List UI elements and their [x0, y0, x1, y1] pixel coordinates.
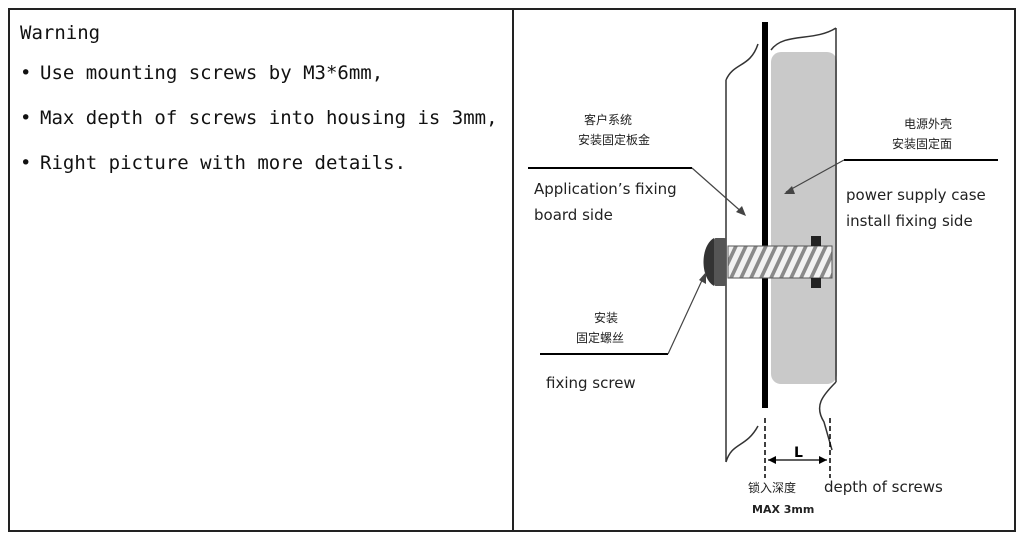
psu-case-label: install fixing side [846, 212, 973, 230]
app-board-label-cn: 客户系统 [584, 112, 632, 127]
screw-head [714, 238, 726, 286]
psu-case-label-cn: 安装固定面 [892, 136, 952, 151]
bullet-icon: • [20, 107, 32, 129]
arrow-head-icon [736, 206, 746, 216]
list-item: • Right picture with more details. [20, 152, 500, 174]
app-board-label-cn: 安装固定板金 [578, 132, 650, 147]
list-item-text: Right picture with more details. [40, 152, 407, 174]
arrow-head-icon [819, 456, 827, 464]
bullet-icon: • [20, 62, 32, 84]
leader-arrow-line [691, 167, 745, 215]
list-item: • Max depth of screws into housing is 3mm… [20, 107, 500, 129]
bullet-icon: • [20, 152, 32, 174]
screw-nut [811, 236, 821, 246]
list-item-text: Max depth of screws into housing is 3mm, [40, 107, 498, 129]
screw-shaft [727, 245, 833, 279]
diagram-panel: 客户系统 安装固定板金 Application’s fixing board s… [514, 10, 1014, 530]
arrow-head-icon [699, 272, 706, 284]
mounting-diagram: 客户系统 安装固定板金 Application’s fixing board s… [528, 22, 998, 516]
arrow-head-icon [768, 456, 776, 464]
warning-panel: Warning • Use mounting screws by M3*6mm, … [20, 22, 500, 197]
psu-case-outline [770, 27, 837, 451]
arrow-head-icon [784, 186, 795, 194]
column-divider [512, 8, 514, 532]
screw-nut-lower [811, 278, 821, 288]
app-board-label: board side [534, 206, 613, 224]
screw-label-cn: 安装 [594, 310, 618, 325]
warning-title: Warning [20, 22, 101, 44]
depth-label: depth of screws [824, 478, 943, 496]
screw-label-cn: 固定螺丝 [576, 330, 624, 345]
screw-label: fixing screw [546, 374, 636, 392]
warning-list: • Use mounting screws by M3*6mm, • Max dep… [20, 62, 500, 174]
leader-arrow-line [785, 159, 845, 193]
depth-label-cn: 锁入深度 [748, 480, 796, 495]
list-item: • Use mounting screws by M3*6mm, [20, 62, 500, 84]
depth-letter: L [794, 445, 803, 461]
psu-case-wall [771, 52, 837, 384]
app-board-label: Application’s fixing [534, 180, 677, 198]
list-item-text: Use mounting screws by M3*6mm, [40, 62, 384, 84]
screw-washer [703, 238, 714, 286]
psu-case-label-cn: 电源外壳 [904, 117, 952, 131]
psu-case-label: power supply case [846, 186, 986, 204]
depth-max-label: MAX 3mm [752, 503, 814, 516]
leader-arrow-line [667, 275, 705, 355]
